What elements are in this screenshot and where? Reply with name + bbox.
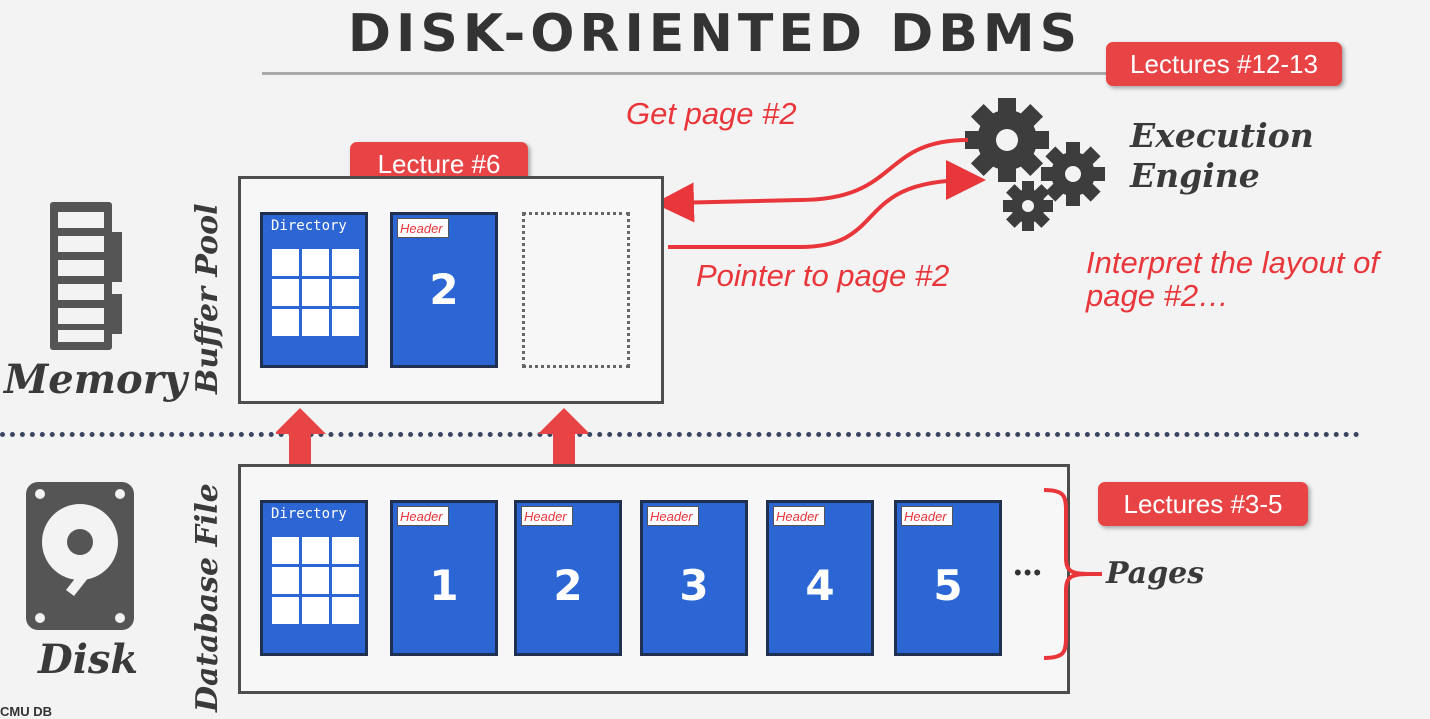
page-number: 2 [553,561,583,610]
disk-page-4: Header 4 [766,500,874,656]
pages-label: Pages [1106,556,1205,591]
gears-icon [965,98,1105,231]
memory-label: Memory [4,356,188,403]
execution-engine-line-2: Engine [1130,156,1260,195]
buffer-directory-page: Directory [260,212,368,368]
disk-page-3: Header 3 [640,500,748,656]
pages-brace [1043,488,1102,660]
fetch-arrows [276,408,588,486]
page-header-tag: Header [901,506,953,526]
get-page-arrow [654,138,969,223]
interpret-annotation: Interpret the layout of page #2… [1086,246,1379,312]
page-number: 4 [805,561,835,610]
buffer-pool-label: Buffer Pool [190,203,225,395]
badge-lectures-12-13: Lectures #12-13 [1106,42,1342,86]
directory-slot-grid [272,537,359,624]
interpret-line-2: page #2… [1086,278,1230,313]
disk-page-5: Header 5 [894,500,1002,656]
fetch-arrow-directory [276,408,326,486]
more-pages-ellipsis: ••• [1014,560,1044,585]
page-number: 3 [679,561,709,610]
footer-logo-text: CMU DB [0,704,52,719]
memory-chip-icon [50,202,122,350]
request-arrows [654,138,986,249]
badge-lectures-3-5: Lectures #3-5 [1098,482,1308,526]
page-title: DISK-ORIENTED DBMS [347,4,1083,64]
memory-disk-separator [0,432,1360,437]
page-header-tag: Header [397,218,449,238]
page-number: 1 [429,561,459,610]
disk-label: Disk [38,636,139,683]
fetch-arrow-page-2 [538,408,588,486]
database-file-label: Database File [190,483,225,712]
execution-engine-label: Execution Engine [1130,116,1314,196]
directory-label: Directory [271,218,347,234]
pointer-arrow [668,160,986,249]
hard-disk-icon [26,482,134,630]
page-header-tag: Header [647,506,699,526]
get-page-annotation: Get page #2 [626,96,797,131]
pointer-annotation: Pointer to page #2 [696,258,950,293]
buffer-page-2: Header 2 [390,212,498,368]
execution-engine-line-1: Execution [1130,116,1314,155]
title-divider [262,72,1168,75]
empty-buffer-slot [522,212,630,368]
page-number: 5 [933,561,963,610]
page-header-tag: Header [521,506,573,526]
directory-label: Directory [271,506,347,522]
interpret-line-1: Interpret the layout of [1086,245,1379,280]
page-header-tag: Header [773,506,825,526]
page-number: 2 [429,265,459,314]
disk-page-1: Header 1 [390,500,498,656]
disk-directory-page: Directory [260,500,368,656]
directory-slot-grid [272,249,359,336]
page-header-tag: Header [397,506,449,526]
disk-page-2: Header 2 [514,500,622,656]
